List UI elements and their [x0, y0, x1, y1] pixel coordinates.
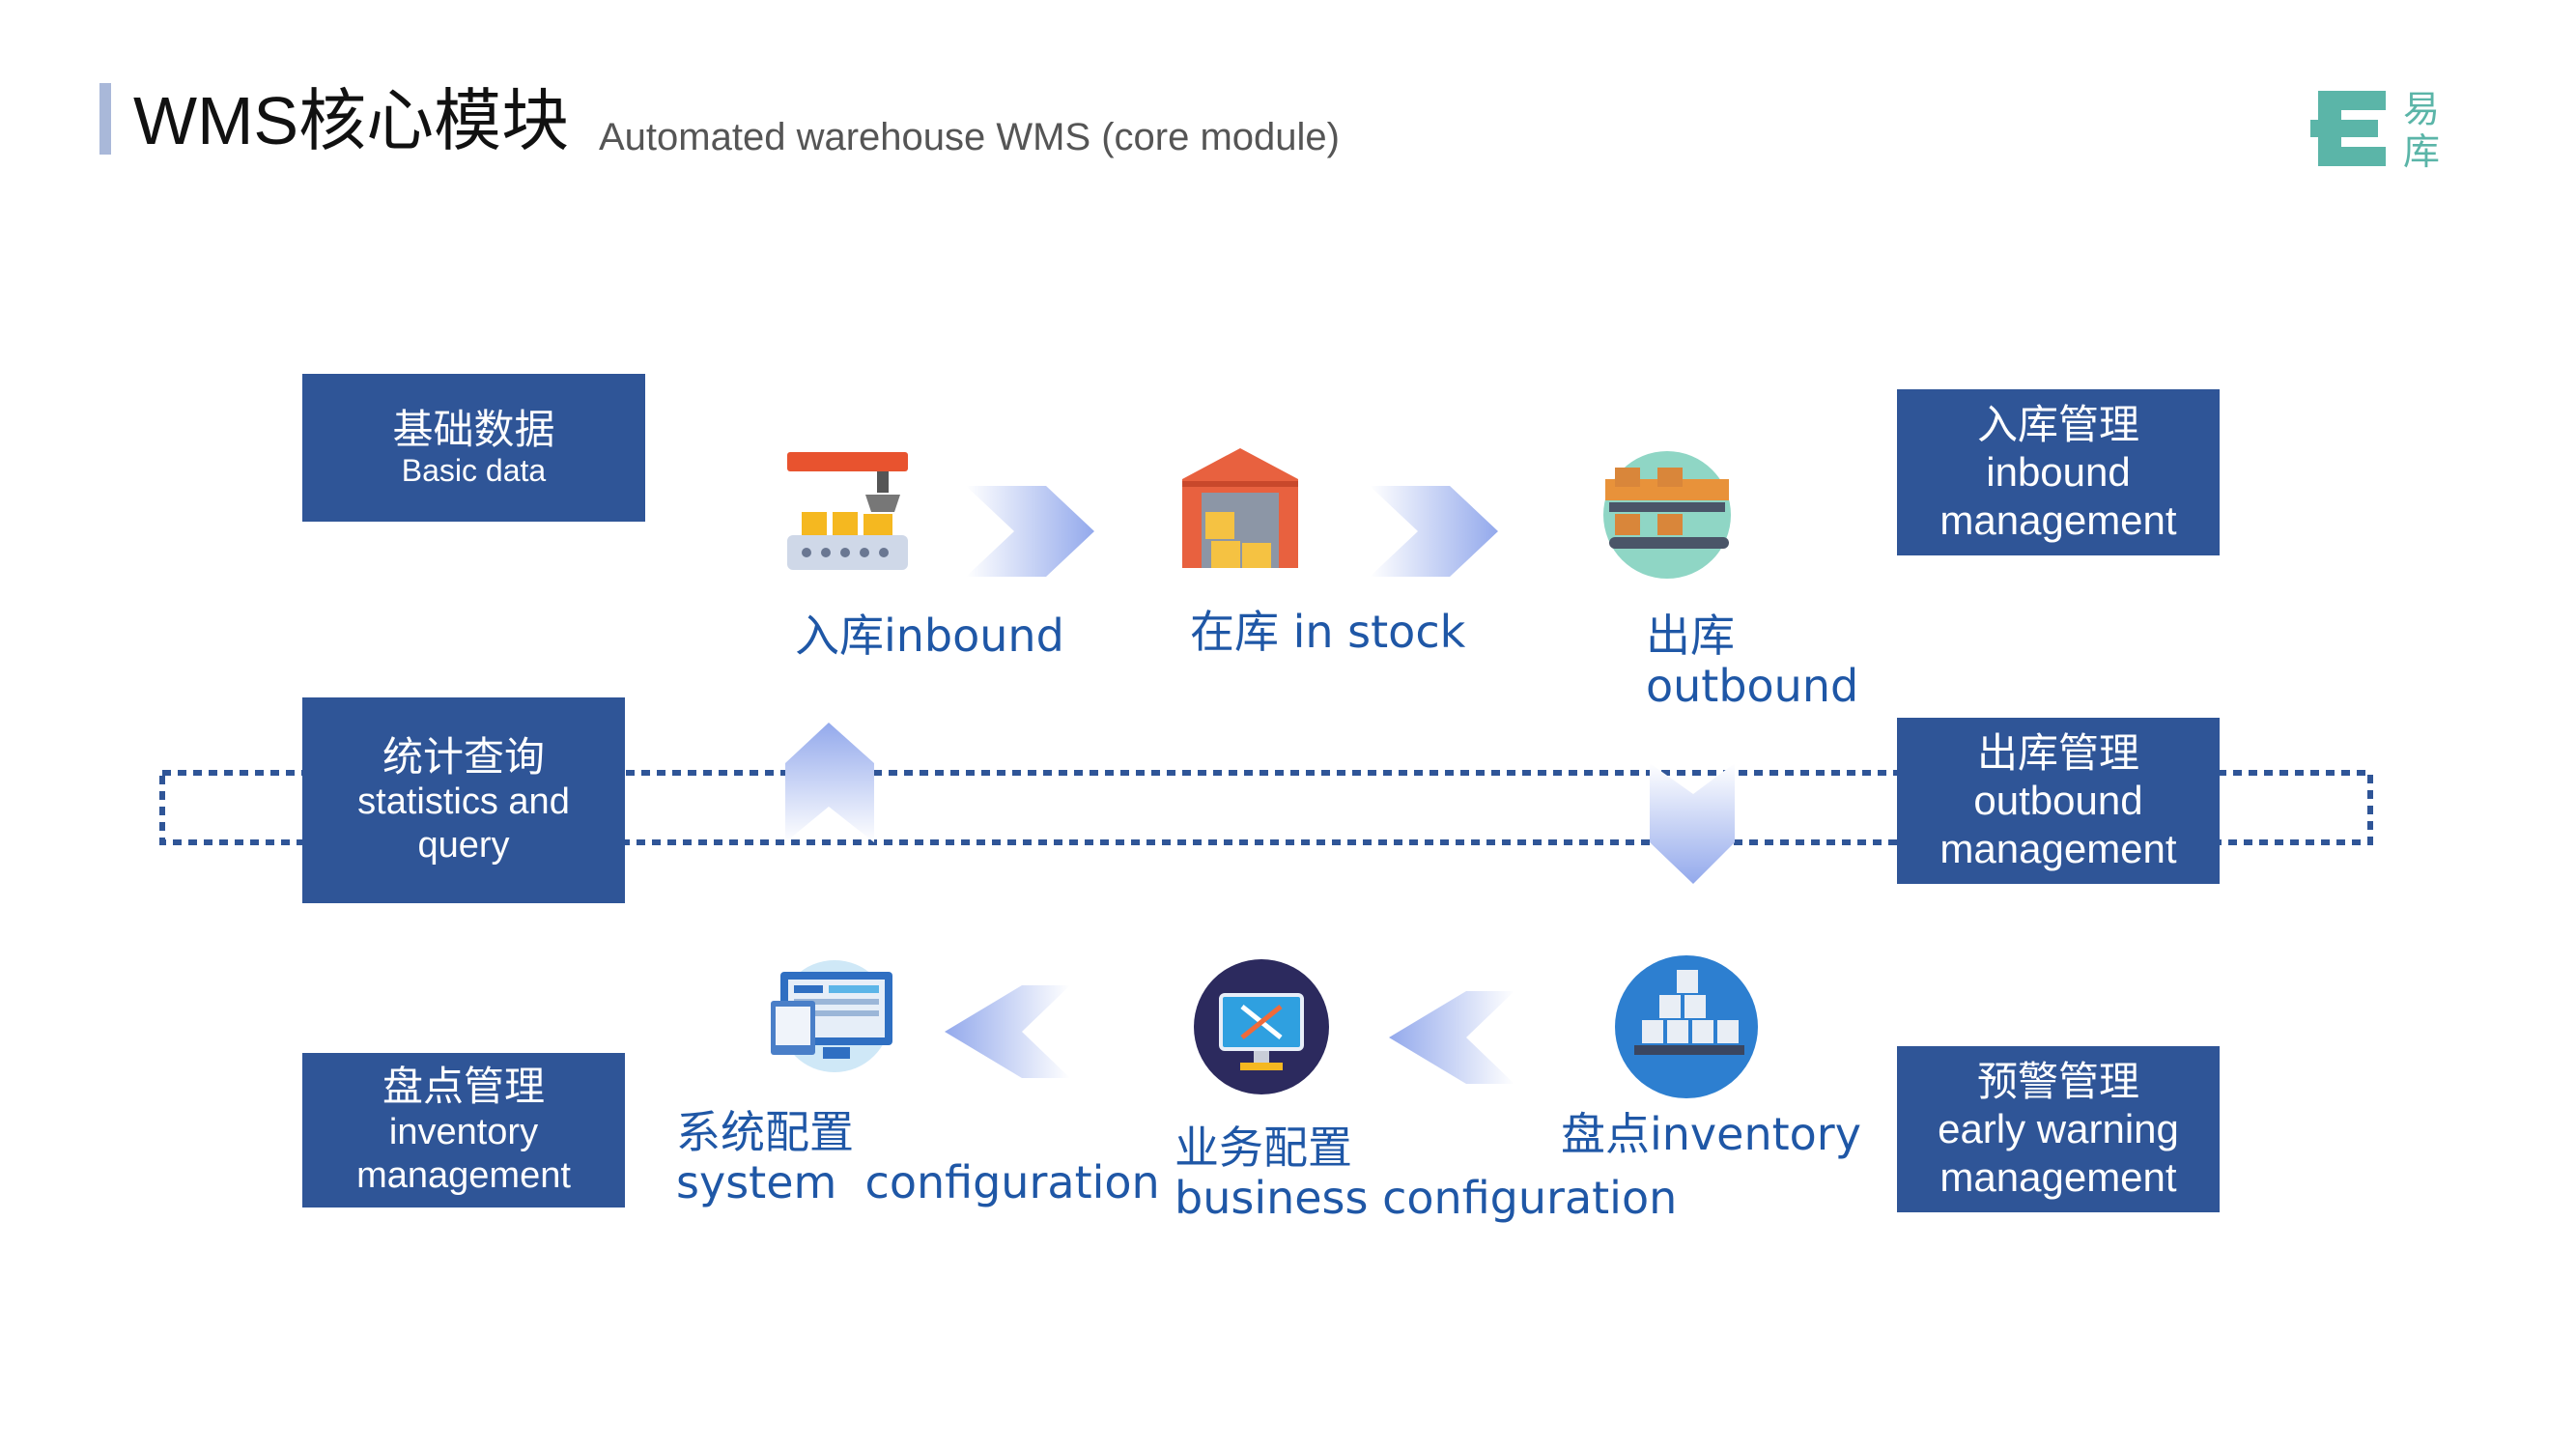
system-config-caption: 系统配置 system configuration [676, 1107, 1160, 1208]
arrow-down [1650, 763, 1735, 884]
outbound-mgmt-en-2: management [1939, 825, 2177, 871]
arrow-up [785, 723, 874, 842]
warning-mgmt-en-2: management [1939, 1153, 2177, 1200]
system-config-cn: 系统配置 [676, 1106, 854, 1158]
arrow-right-2 [1370, 486, 1498, 577]
warning-mgmt-en-1: early warning [1938, 1106, 2179, 1152]
stats-query-cn: 统计查询 [382, 732, 545, 781]
page-subtitle: Automated warehouse WMS (core module) [599, 116, 1340, 158]
outbound-mgmt-cn: 出库管理 [1976, 728, 2139, 777]
business-config-caption: 业务配置 business configuration [1175, 1122, 1677, 1224]
inbound-mgmt-cn: 入库管理 [1976, 400, 2139, 448]
basic-data-en: Basic data [401, 453, 547, 489]
conveyor-robot-arm-icon [787, 452, 908, 570]
arrow-left-2 [1389, 991, 1514, 1084]
inbound-management-box: 入库管理 inbound management [1897, 389, 2220, 555]
outbound-caption-cn: 出库 [1646, 610, 1735, 662]
dotted-loop-frame [159, 770, 2373, 845]
stats-query-en-1: statistics and [357, 781, 570, 823]
stacked-boxes-pallet-icon [1615, 955, 1758, 1098]
warehouse-icon [1182, 448, 1298, 568]
outbound-caption: 出库 outbound [1646, 611, 1858, 712]
inventory-mgmt-cn: 盘点管理 [382, 1063, 545, 1111]
business-config-cn: 业务配置 [1175, 1122, 1352, 1174]
logo-text-1: 易 [2403, 88, 2440, 130]
inbound-mgmt-en-2: management [1939, 497, 2177, 543]
early-warning-management-box: 预警管理 early warning management [1897, 1046, 2220, 1212]
outbound-caption-en: outbound [1646, 660, 1859, 713]
inventory-management-box: 盘点管理 inventory management [302, 1053, 625, 1208]
title-accent-bar [99, 83, 111, 155]
inbound-caption: 入库inbound [795, 610, 1064, 662]
stats-query-en-2: query [417, 825, 510, 867]
inventory-caption: 盘点inventory [1561, 1108, 1861, 1160]
arrow-right-1 [966, 486, 1094, 577]
logo-text-2: 库 [2403, 130, 2440, 172]
outbound-management-box: 出库管理 outbound management [1897, 718, 2220, 884]
business-config-en: business configuration [1175, 1172, 1678, 1225]
inventory-mgmt-en-2: management [356, 1154, 571, 1196]
inventory-mgmt-en-1: inventory [388, 1111, 539, 1152]
system-config-en: system configuration [676, 1156, 1160, 1209]
statistics-query-box: 统计查询 statistics and query [302, 697, 625, 903]
warning-mgmt-cn: 预警管理 [1976, 1057, 2139, 1105]
arrow-left-1 [945, 985, 1070, 1078]
monitor-tools-icon [1194, 959, 1329, 1094]
conveyor-boxes-icon [1603, 451, 1731, 579]
brand-logo: 易 库 [2310, 83, 2446, 172]
outbound-mgmt-en-1: outbound [1973, 778, 2143, 824]
inbound-mgmt-en-1: inbound [1986, 449, 2131, 496]
in-stock-caption: 在库 in stock [1190, 606, 1466, 658]
computer-screens-icon [771, 960, 892, 1072]
basic-data-cn: 基础数据 [392, 405, 555, 453]
page-title: WMS核心模块 [133, 83, 570, 158]
basic-data-box: 基础数据 Basic data [302, 374, 645, 522]
